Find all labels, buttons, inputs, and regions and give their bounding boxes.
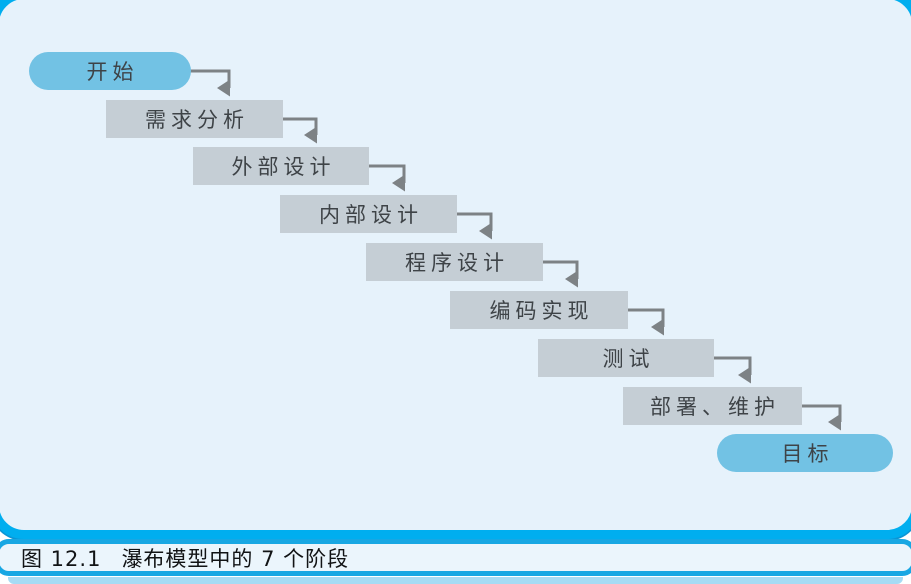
stage-coding: 编码实现 xyxy=(450,291,628,329)
page-bottom-strip xyxy=(8,577,903,584)
stage-requirements-analysis: 需求分析 xyxy=(106,100,283,138)
stage-program-design: 程序设计 xyxy=(366,243,543,281)
stage-deployment-maintenance: 部署、维护 xyxy=(623,387,802,425)
stage-internal-design: 内部设计 xyxy=(280,195,457,233)
figure-caption-bar: 图 12.1 瀑布模型中的 7 个阶段 xyxy=(0,539,911,576)
figure-caption-title: 瀑布模型中的 7 个阶段 xyxy=(121,546,350,571)
figure-caption-number: 图 12.1 xyxy=(21,546,102,571)
stage-external-design: 外部设计 xyxy=(193,147,369,185)
stage-testing: 测试 xyxy=(538,339,714,377)
stage-start: 开始 xyxy=(29,52,191,90)
stage-goal: 目标 xyxy=(717,434,893,472)
